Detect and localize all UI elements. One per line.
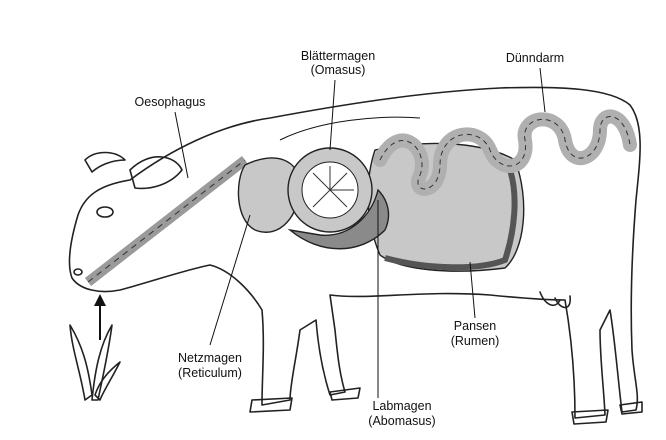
eye-icon bbox=[96, 206, 114, 218]
nostril-icon bbox=[73, 268, 83, 276]
label-reticulum: Netzmagen(Reticulum) bbox=[178, 351, 242, 380]
label-oesophagus: Oesophagus bbox=[135, 95, 206, 109]
reticulum-organ bbox=[237, 157, 301, 233]
flow-arrow bbox=[279, 116, 421, 141]
label-small-intestine: Dünndarm bbox=[506, 51, 564, 65]
label-rumen: Pansen(Rumen) bbox=[451, 319, 500, 348]
grass-icon bbox=[69, 324, 121, 401]
cow-silhouette bbox=[68, 86, 643, 425]
label-omasus: Blättermagen(Omasus) bbox=[301, 49, 375, 77]
horn-icon bbox=[84, 151, 126, 173]
abomasus-organ bbox=[287, 188, 390, 250]
label-abomasus: Labmagen(Abomasus) bbox=[368, 399, 435, 428]
ear-icon bbox=[129, 156, 183, 190]
